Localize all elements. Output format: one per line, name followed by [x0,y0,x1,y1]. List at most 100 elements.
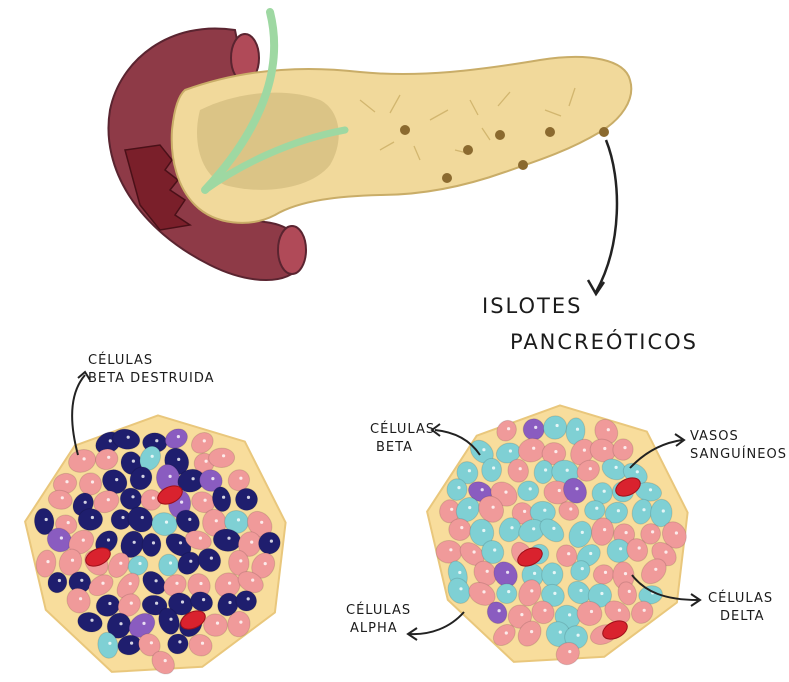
cell-nucleus [82,539,85,542]
cell-nucleus [519,467,522,470]
cell-nucleus [91,516,94,519]
cell-nucleus [119,562,122,565]
cell-nucleus [179,541,182,544]
cell-nucleus [222,454,225,457]
cell-nucleus [155,579,158,582]
cell-nucleus [175,582,178,585]
cell-nucleus [595,507,598,510]
cell-nucleus [251,579,254,582]
cell-nucleus [155,602,158,605]
cell-nucleus [603,490,606,493]
cell-nucleus [270,540,273,543]
cell-nucleus [199,537,202,540]
cell-nucleus [468,506,471,509]
cell-nucleus [169,618,172,621]
cell-nucleus [638,546,641,549]
cell-nucleus [590,610,593,613]
cell-nucleus [228,582,231,585]
alpha-cell [208,448,235,468]
cell-nucleus [450,508,453,511]
cell-nucleus [579,589,582,592]
label-delta-line1: CÉLULAS [708,592,773,607]
cell-nucleus [623,446,626,449]
cell-nucleus [654,568,657,571]
cell-nucleus [506,571,509,574]
cell-nucleus [58,579,61,582]
cell-nucleus [169,561,172,564]
label-vessels-line2: SANGUÍNEOS [690,448,787,463]
beta-cell [481,458,502,482]
cell-nucleus [132,460,135,463]
cell-nucleus [481,488,484,491]
cell-nucleus [568,650,571,653]
cell-nucleus [151,455,154,458]
cell-nucleus [577,634,580,637]
cell-nucleus [543,609,546,612]
cell-nucleus [449,548,452,551]
cell-nucleus [482,529,485,532]
cell-nucleus [133,541,136,544]
cell-nucleus [552,527,555,530]
cell-nucleus [504,491,507,494]
cell-nucleus [589,467,592,470]
cell-nucleus [101,582,104,585]
label-beta-line1: CÉLULAS [370,423,435,438]
cell-nucleus [523,510,526,513]
cell-nucleus [575,487,578,490]
cell-nucleus [553,571,556,574]
cell-nucleus [636,470,639,473]
cell-nucleus [662,509,665,512]
cell-nucleus [142,622,145,625]
cell-nucleus [247,597,250,600]
cell-nucleus [65,480,68,483]
cell-nucleus [509,449,512,452]
cell-nucleus [211,477,214,480]
cell-nucleus [150,641,153,644]
cell-nucleus [164,659,167,662]
cell-nucleus [559,631,562,634]
cell-nucleus [80,579,83,582]
cell-nucleus [675,531,678,534]
right-islet-healthy [427,405,691,669]
cell-nucleus [109,439,112,442]
cell-nucleus [222,496,225,499]
cell-nucleus [581,531,584,534]
cell-nucleus [458,571,461,574]
cell-nucleus [544,468,547,471]
pancreas-organ [108,12,631,280]
cell-nucleus [260,521,263,524]
cell-nucleus [227,537,230,540]
cell-nucleus [583,449,586,452]
cell-nucleus [247,496,250,499]
cell-nucleus [576,428,579,431]
title-islets-line1: ISLOTES [482,294,582,318]
cell-nucleus [529,487,532,490]
cell-nucleus [520,613,523,616]
cell-nucleus [178,640,181,643]
cell-nucleus [617,509,620,512]
cell-nucleus [459,587,462,590]
cell-nucleus [188,518,191,521]
cell-nucleus [250,541,253,544]
cell-nucleus [130,602,133,605]
label-beta-destroyed-line1: CÉLULAS [88,354,153,369]
cell-nucleus [67,521,70,524]
cell-nucleus [558,489,561,492]
cell-nucleus [510,526,513,529]
cell-nucleus [45,518,48,521]
cell-nucleus [600,592,603,595]
duodenum-end-bottom [278,226,306,274]
cell-nucleus [239,559,242,562]
label-beta-destroyed-line2: BETA DESTRUIDA [88,372,215,387]
cell-nucleus [603,528,606,531]
cell-nucleus [181,600,184,603]
cell-nucleus [107,456,110,459]
cell-nucleus [210,557,213,560]
cell-nucleus [473,550,476,553]
arrow-to-islets [596,140,617,292]
cell-nucleus [553,592,556,595]
cell-nucleus [568,613,571,616]
cell-nucleus [141,475,144,478]
cell-nucleus [460,526,463,529]
